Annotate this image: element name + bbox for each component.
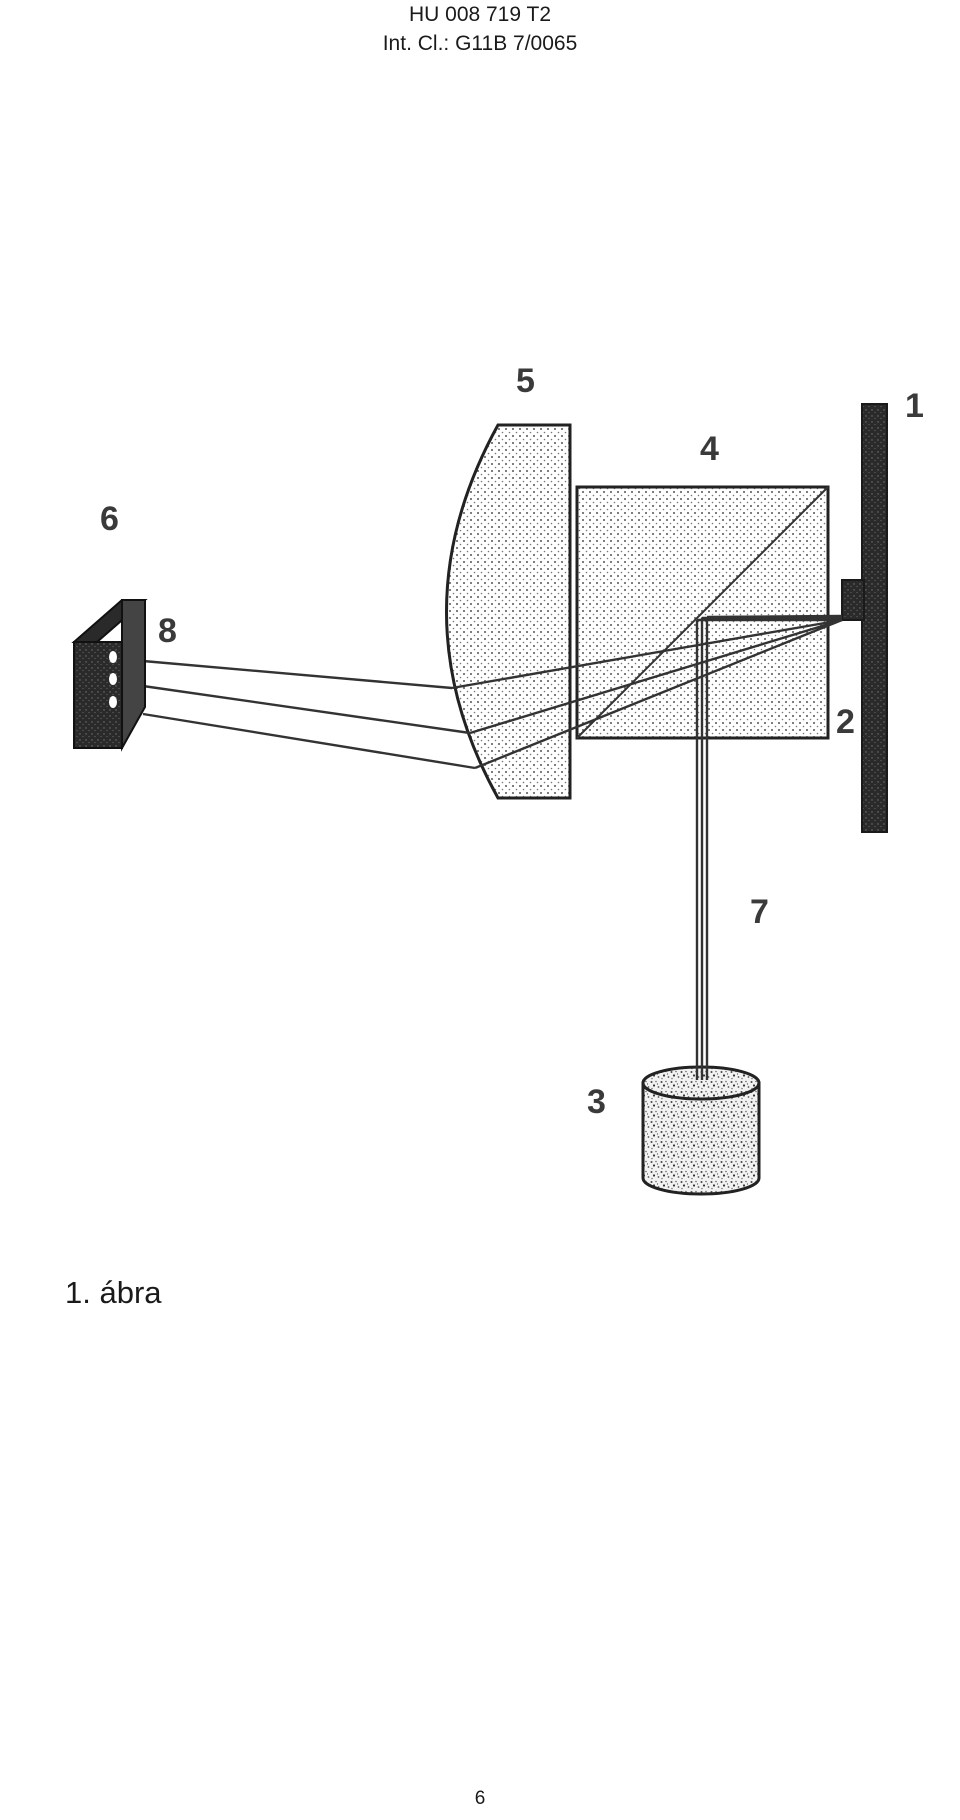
label-2: 2 (836, 703, 855, 741)
label-6: 6 (100, 500, 119, 538)
detector-element (109, 696, 117, 708)
page-header: HU 008 719 T2 Int. Cl.: G11B 7/0065 (0, 0, 960, 58)
label-7: 7 (750, 893, 769, 931)
label-4: 4 (700, 430, 719, 468)
plano-convex-lens (445, 423, 572, 800)
detector-element (109, 651, 117, 663)
classification-code: Int. Cl.: G11B 7/0065 (382, 32, 578, 55)
object-beams (142, 618, 843, 770)
detector-element (109, 673, 117, 685)
data-spot-block (841, 579, 865, 621)
label-1: 1 (905, 387, 924, 425)
label-8: 8 (158, 612, 177, 650)
label-5: 5 (516, 362, 535, 400)
reference-beam (695, 614, 843, 1080)
storage-medium-plate (861, 403, 888, 833)
document-number: HU 008 719 T2 (408, 3, 552, 26)
light-source-cylinder (641, 1065, 761, 1196)
detector-array (71, 599, 148, 752)
label-3: 3 (587, 1083, 606, 1121)
figure-caption: 1. ábra (65, 1275, 162, 1310)
page-number: 6 (474, 1788, 486, 1809)
optical-setup-diagram: 1 2 3 4 5 6 7 8 (71, 362, 924, 1196)
